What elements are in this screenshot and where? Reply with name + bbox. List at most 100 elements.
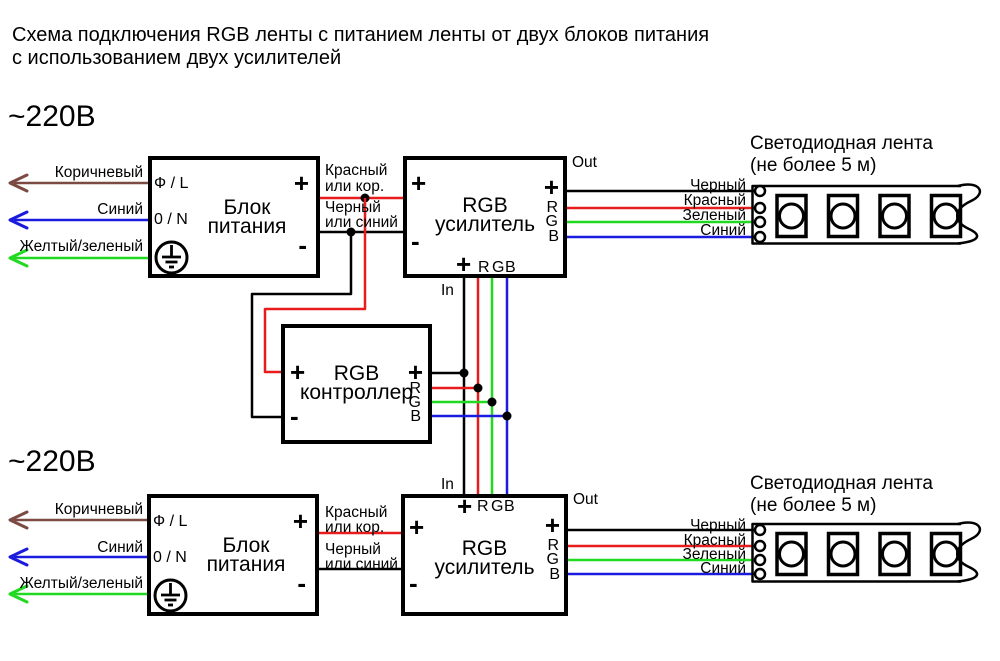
out-plus-terminal: + xyxy=(544,510,560,540)
strip-bottom-label-blue: Синий xyxy=(700,560,746,577)
power-supply-title: Блок питания xyxy=(177,534,315,574)
led-body xyxy=(929,193,963,239)
strip-top-label-blue: Синий xyxy=(700,222,746,239)
strip-top-label-red: Красный xyxy=(683,192,746,209)
led-body xyxy=(826,531,860,577)
strip-bottom-pin-black xyxy=(753,523,767,537)
in-g-terminal: G xyxy=(491,498,504,515)
plus-terminal: + xyxy=(293,168,309,198)
rgb-amplifier-bottom: + R G B + - RGB усилитель + R G B xyxy=(401,491,568,616)
led-module xyxy=(826,193,860,239)
neutral-port-label: 0 / N xyxy=(153,549,187,566)
label-dc-minus-bottom-line1: Черный xyxy=(325,541,381,558)
label-dc-plus-top-line2: или кор. xyxy=(325,178,385,195)
plus-terminal: + xyxy=(290,357,306,387)
voltage-label-bottom: ~220В xyxy=(8,445,96,478)
out-b-terminal: B xyxy=(548,228,559,245)
out-plus-terminal: + xyxy=(407,357,423,387)
out-g-terminal: G xyxy=(545,213,558,230)
minus-terminal: - xyxy=(297,568,306,598)
power-supply-title-line1: Блок xyxy=(222,534,270,557)
arrow-ground-bottom xyxy=(8,584,29,604)
amplifier-title-line2: усилитель xyxy=(434,555,535,579)
wire-controller-plus xyxy=(263,198,367,374)
power-supply-title-line1: Блок xyxy=(223,196,271,219)
junction-bus-b xyxy=(502,411,512,421)
strip-bottom-pin-red xyxy=(753,539,767,553)
phase-port-label: Ф / L xyxy=(154,175,189,192)
strip-top-title-line2: (не более 5 м) xyxy=(750,155,877,176)
led-module xyxy=(929,193,963,239)
strip-top-outline xyxy=(751,184,961,245)
power-supply-title-line2: питания xyxy=(207,214,287,238)
wire-controller-minus xyxy=(250,232,353,419)
strip-bottom-label-green: Зеленый xyxy=(682,546,747,563)
strip-bottom-pin-green xyxy=(753,553,767,567)
junction-bus-plus xyxy=(459,368,469,378)
amplifier-title-line1: RGB xyxy=(462,194,508,217)
rgb-controller: + - RGB контроллер + R G B xyxy=(281,324,432,444)
power-supply-bottom: Ф / L 0 / N Блок питания + - xyxy=(147,494,319,616)
led-body xyxy=(775,531,808,577)
label-blue-top: Синий xyxy=(97,201,143,218)
in-plus-terminal: + xyxy=(457,491,473,521)
junction-bus-g xyxy=(487,397,497,407)
amplifier-title-line1: RGB xyxy=(461,537,508,560)
label-dc-minus-top-line2: или синий xyxy=(325,214,398,231)
power-supply-title: Блок питания xyxy=(178,196,316,238)
out-r-terminal: R xyxy=(547,537,559,554)
psu-bottom-mains-wires xyxy=(8,510,147,604)
strip-bottom-label-red: Красный xyxy=(683,532,746,549)
psu-bottom-dc-wires xyxy=(319,531,401,571)
controller-output-wires xyxy=(431,368,512,421)
led-lens xyxy=(881,202,908,230)
out-label-bottom: Out xyxy=(573,491,598,508)
arrow-blue-bottom xyxy=(8,547,29,567)
power-supply-top: Ф / L 0 / N Блок питания + - xyxy=(148,156,320,278)
in-g-terminal: G xyxy=(492,259,505,276)
label-brown-bottom: Коричневый xyxy=(54,501,143,518)
neutral-port-label: 0 / N xyxy=(154,211,188,228)
strip-bottom-title-line1: Светодиодная лента xyxy=(750,473,933,494)
out-g-terminal: G xyxy=(546,551,559,568)
minus-terminal: - xyxy=(298,230,307,260)
junction-bus-r xyxy=(473,383,483,393)
amplifier-title: RGB усилитель xyxy=(405,537,564,579)
out-label-top: Out xyxy=(572,154,597,171)
voltage-label-top: ~220В xyxy=(8,100,96,133)
phase-port-label: Ф / L xyxy=(153,513,188,530)
strip-top-pin-black xyxy=(753,184,767,198)
strip-top-pin-green xyxy=(753,215,767,229)
led-body xyxy=(878,531,911,577)
led-module xyxy=(775,531,808,577)
controller-supply-wires xyxy=(250,198,367,419)
amp-top-output-wires xyxy=(567,189,755,239)
out-g-terminal: G xyxy=(408,394,421,411)
controller-title-line1: RGB xyxy=(333,362,380,385)
amp-bottom-output-wires xyxy=(568,528,755,576)
led-module xyxy=(826,531,860,577)
led-module xyxy=(878,193,911,239)
psu-top-mains-wires xyxy=(8,173,148,268)
out-b-terminal: B xyxy=(549,566,560,583)
led-lens xyxy=(881,540,908,568)
led-body xyxy=(878,193,911,239)
led-body xyxy=(775,193,808,239)
strip-top-pin-blue xyxy=(753,230,767,244)
strip-bottom-outline xyxy=(751,522,961,583)
amplifier-title: RGB усилитель xyxy=(407,194,563,234)
arrow-blue-top xyxy=(8,210,29,230)
in-plus-terminal: + xyxy=(456,249,472,279)
led-body xyxy=(826,193,860,239)
led-strip-top xyxy=(751,183,982,245)
label-dc-minus-bottom-line2: или синий xyxy=(325,556,398,573)
controller-title-line2: контроллер xyxy=(299,380,414,404)
plus-terminal: + xyxy=(292,506,308,536)
rgb-amplifier-top: + - RGB усилитель + R G B + R G B xyxy=(403,156,567,278)
in-label-bottom: In xyxy=(441,476,454,493)
led-body xyxy=(929,531,963,577)
led-module xyxy=(878,531,911,577)
label-dc-minus-top-line1: Черный xyxy=(325,199,381,216)
